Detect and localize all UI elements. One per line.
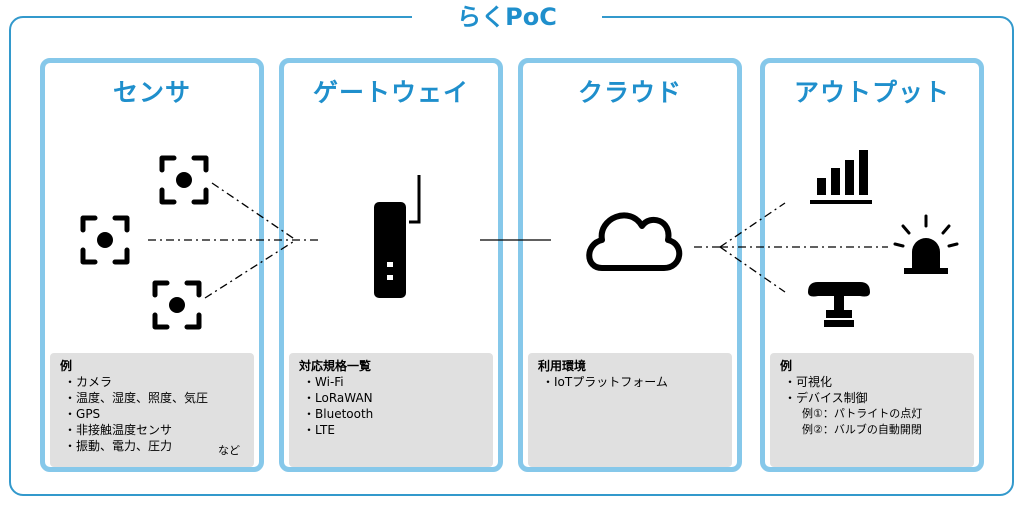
panel-title-cloud: クラウド <box>577 78 682 107</box>
list-item: LTE <box>303 422 483 438</box>
info-head: 利用環境 <box>538 359 587 373</box>
gateway-router-icon <box>374 175 421 298</box>
cloud-icon <box>586 212 683 271</box>
list-item: 可視化 <box>784 374 964 390</box>
panel-output: アウトプット 例 可視化 デバイス制御 例①：パトライトの点灯 例②：バルブの自… <box>760 58 984 472</box>
info-head: 例 <box>780 359 793 373</box>
list-subitem: 例①：パトライトの点灯 <box>802 407 923 420</box>
list-item: デバイス制御 <box>784 390 964 406</box>
output-link-lines <box>694 202 888 293</box>
list-item: カメラ <box>64 374 244 390</box>
list-item: 振動、電力、圧力 <box>64 438 244 454</box>
list-item: LoRaWAN <box>303 390 483 406</box>
info-box-output: 例 可視化 デバイス制御 例①：パトライトの点灯 例②：バルブの自動開閉 <box>770 353 974 467</box>
info-head: 対応規格一覧 <box>299 359 372 373</box>
alarm-light-icon <box>893 214 959 274</box>
footnote: など <box>218 444 240 457</box>
list-item: 非接触温度センサ <box>64 422 244 438</box>
frame-title: らくPoC <box>412 0 602 34</box>
info-box-cloud: 利用環境 IoTプラットフォーム <box>528 353 732 467</box>
info-head: 例 <box>60 359 73 373</box>
bar-chart-icon <box>810 150 872 204</box>
list-item: Wi-Fi <box>303 374 483 390</box>
info-box-gateway: 対応規格一覧 Wi-Fi LoRaWAN Bluetooth LTE <box>289 353 493 467</box>
list-item: IoTプラットフォーム <box>542 374 722 390</box>
list-item: 温度、湿度、照度、気圧 <box>64 390 244 406</box>
panel-title-gateway: ゲートウェイ <box>312 78 469 107</box>
sensor-camera-icon <box>162 158 206 202</box>
panel-title-sensor: センサ <box>112 78 191 107</box>
panel-title-output: アウトプット <box>793 78 950 107</box>
list-item: GPS <box>64 406 244 422</box>
list-subitem: 例②：バルブの自動開閉 <box>802 423 922 436</box>
list-item: Bluetooth <box>303 406 483 422</box>
valve-icon <box>808 282 870 327</box>
sensor-camera-icon <box>83 218 127 262</box>
sensor-link-lines <box>148 182 318 299</box>
panel-sensor: センサ 例 カメラ 温度、湿度、照度、気圧 GPS 非接触温度センサ 振動、電力… <box>40 58 264 472</box>
info-box-sensor: 例 カメラ 温度、湿度、照度、気圧 GPS 非接触温度センサ 振動、電力、圧力 … <box>50 353 254 467</box>
sensor-camera-icon <box>155 283 199 327</box>
